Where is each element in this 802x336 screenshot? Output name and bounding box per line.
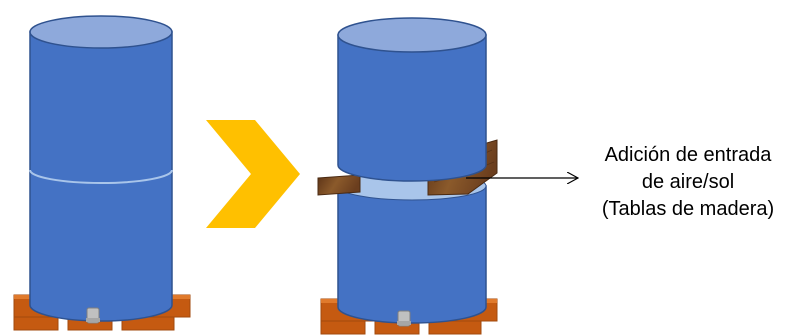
annotation-line-2: de aire/sol xyxy=(641,171,735,193)
annotation-line-1: Adición de entrada xyxy=(604,144,772,166)
drain-tap-left xyxy=(86,307,100,324)
arrow-chevron-icon xyxy=(206,120,300,228)
drain-tap-right xyxy=(397,310,411,327)
barrel-left xyxy=(29,15,173,322)
annotation-line-3: (Tablas de madera) xyxy=(601,198,775,220)
barrel-right-upper xyxy=(337,17,487,182)
barrel-right-lower xyxy=(337,171,487,324)
annotation-label: Adición de entrada de aire/sol (Tablas d… xyxy=(574,142,802,223)
